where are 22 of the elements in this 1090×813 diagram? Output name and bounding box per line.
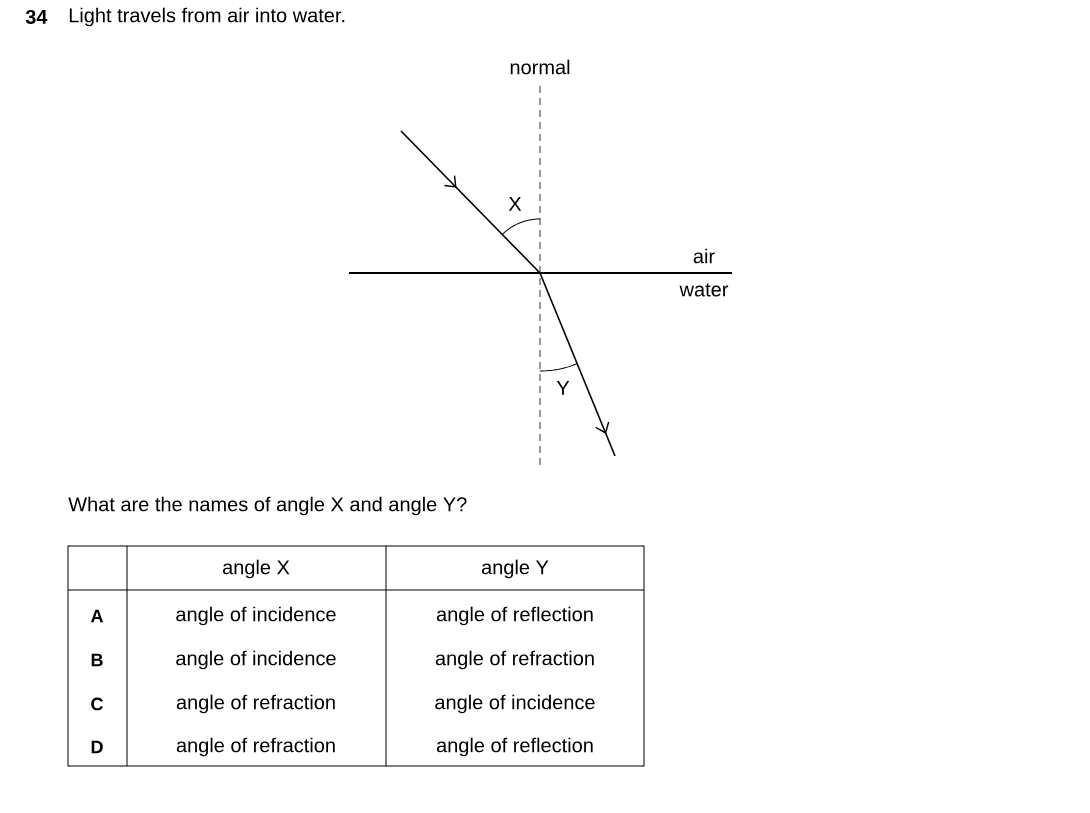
table-cell: angle of incidence bbox=[176, 650, 336, 670]
question-text: What are the names of angle X and angle Y? bbox=[68, 496, 467, 516]
table-cell: angle of incidence bbox=[435, 694, 595, 714]
table-header: angle Y bbox=[481, 559, 549, 579]
table-cell: angle of refraction bbox=[435, 650, 594, 670]
table-cell: angle of refraction bbox=[176, 737, 335, 757]
line-label: normal bbox=[510, 59, 570, 75]
table-cell: angle of reflection bbox=[436, 737, 593, 757]
table-cell: angle of refraction bbox=[176, 694, 335, 714]
option-letter: A bbox=[90, 609, 104, 623]
angle-label: X bbox=[508, 197, 522, 211]
table-header: angle X bbox=[222, 559, 290, 579]
question-number: 34 bbox=[25, 9, 48, 25]
option-letter: C bbox=[91, 697, 103, 711]
option-letter: B bbox=[91, 653, 103, 667]
angle-label: Y bbox=[556, 381, 570, 395]
table-cell: angle of incidence bbox=[176, 606, 336, 626]
medium-label: air bbox=[693, 248, 715, 264]
option-letter: D bbox=[91, 740, 103, 754]
medium-label: water bbox=[679, 283, 729, 297]
title: Light travels from air into water. bbox=[69, 7, 345, 27]
table-cell: angle of reflection bbox=[436, 606, 593, 626]
